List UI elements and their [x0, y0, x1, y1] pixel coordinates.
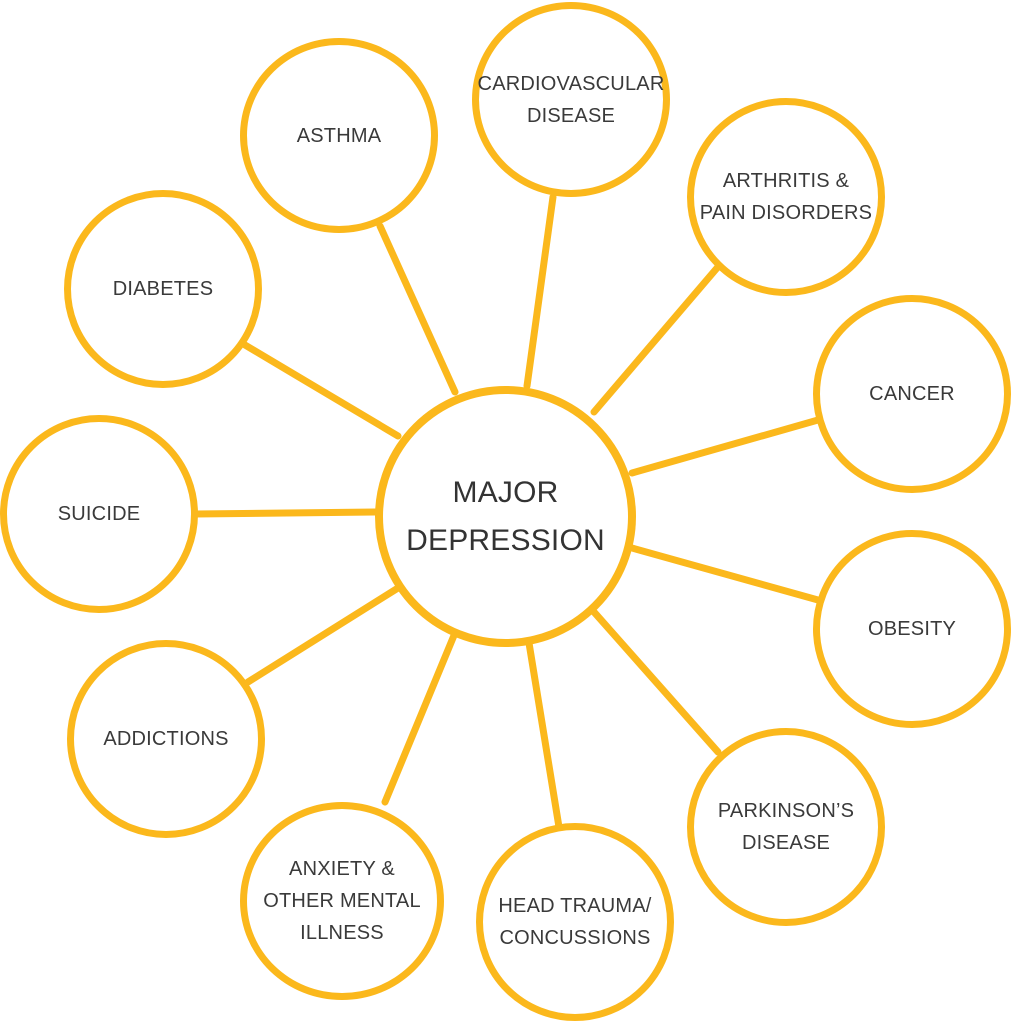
- node-addictions: ADDICTIONS: [67, 640, 265, 838]
- center-node-label: MAJOR DEPRESSION: [406, 475, 605, 557]
- node-label: ASTHMA: [296, 124, 382, 147]
- node-label: OBESITY: [867, 618, 957, 640]
- connector-parkinsons: [590, 608, 722, 756]
- node-label: PARKINSON’S DISEASE: [717, 800, 855, 854]
- connector-addictions: [244, 584, 402, 686]
- connector-asthma: [376, 222, 459, 396]
- connector-cardiovascular: [523, 193, 557, 390]
- node-diabetes: DIABETES: [64, 190, 262, 388]
- connector-diabetes: [241, 341, 402, 440]
- node-label: ADDICTIONS: [103, 728, 229, 750]
- node-label: CANCER: [869, 383, 955, 405]
- node-label: CARDIOVASCULAR DISEASE: [477, 72, 665, 127]
- node-label: HEAD TRAUMA/ CONCUSSIONS: [498, 895, 652, 949]
- node-anxiety-mental-illness: ANXIETY & OTHER MENTAL ILLNESS: [240, 802, 444, 1000]
- node-label: DIABETES: [112, 278, 214, 300]
- node-label: SUICIDE: [57, 503, 141, 525]
- node-label: ANXIETY & OTHER MENTAL ILLNESS: [263, 858, 421, 944]
- node-obesity: OBESITY: [813, 530, 1011, 728]
- node-parkinsons-disease: PARKINSON’S DISEASE: [687, 728, 885, 926]
- connector-anxiety: [381, 629, 459, 806]
- connector-obesity: [628, 544, 822, 604]
- node-label: ARTHRITIS & PAIN DISORDERS: [699, 170, 873, 224]
- connector-head-trauma: [525, 639, 563, 831]
- center-node-major-depression: MAJOR DEPRESSION: [375, 386, 636, 647]
- connector-suicide: [191, 508, 379, 518]
- node-arthritis-pain-disorders: ARTHRITIS & PAIN DISORDERS: [687, 98, 885, 296]
- node-asthma: ASTHMA: [240, 38, 438, 233]
- connector-arthritis: [590, 264, 721, 416]
- node-cardiovascular-disease: CARDIOVASCULAR DISEASE: [472, 2, 670, 197]
- node-suicide: SUICIDE: [0, 415, 198, 613]
- connector-cancer: [628, 416, 822, 477]
- node-cancer: CANCER: [813, 295, 1011, 493]
- node-head-trauma-concussions: HEAD TRAUMA/ CONCUSSIONS: [476, 823, 674, 1021]
